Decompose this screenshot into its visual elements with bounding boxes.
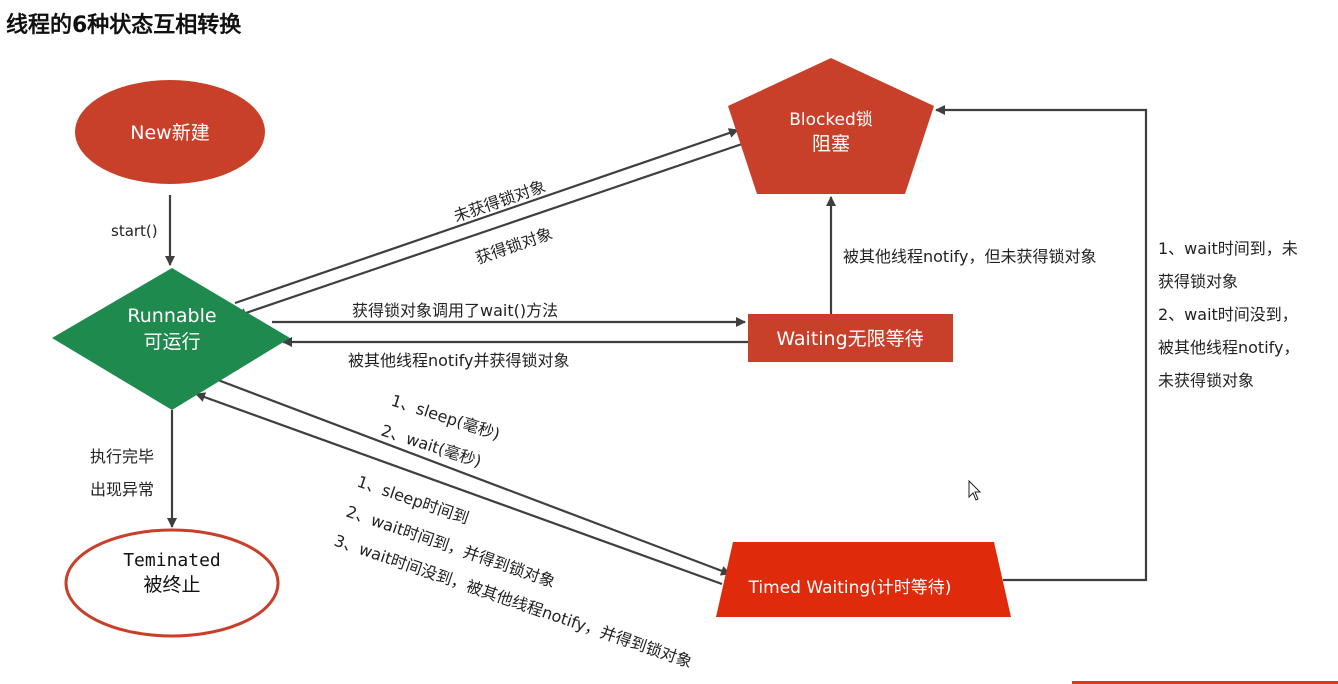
node-runnable-label-2: 可运行 <box>143 331 200 353</box>
label-finish-1: 执行完毕 <box>90 447 154 466</box>
node-terminated-label-1: Teminated <box>123 550 221 571</box>
node-runnable-label-1: Runnable <box>127 305 216 327</box>
node-waiting <box>748 314 953 362</box>
node-new <box>75 80 265 184</box>
label-start: start() <box>111 222 158 240</box>
node-waiting-label: Waiting无限等待 <box>776 328 923 350</box>
node-new-label: New新建 <box>130 122 209 144</box>
edge-runnable-to-timed <box>217 378 731 576</box>
label-timed-to-blocked-4: 被其他线程notify， <box>1158 338 1299 357</box>
node-terminated-label-2: 被终止 <box>143 574 200 596</box>
label-notify-no-lock: 被其他线程notify，但未获得锁对象 <box>843 247 1096 266</box>
label-timed-to-blocked-3: 2、wait时间没到， <box>1158 305 1298 324</box>
label-timed-to-blocked-5: 未获得锁对象 <box>1158 371 1254 390</box>
bottom-accent-line <box>1072 681 1338 684</box>
mouse-cursor-icon <box>968 479 982 501</box>
edge-blocked-to-runnable <box>236 142 743 318</box>
node-timed-waiting-label: Timed Waiting(计时等待) <box>748 578 952 598</box>
label-finish-2: 出现异常 <box>90 480 154 499</box>
node-blocked <box>728 58 934 194</box>
node-timed-waiting <box>716 542 1011 617</box>
node-blocked-label-1: Blocked锁 <box>789 110 873 130</box>
label-timed-to-blocked-1: 1、wait时间到，未 <box>1158 239 1298 258</box>
edge-timed-to-blocked <box>935 105 1148 582</box>
label-call-wait: 获得锁对象调用了wait()方法 <box>352 301 558 320</box>
diagram-title: 线程的6种状态互相转换 <box>6 12 242 38</box>
node-terminated <box>64 528 280 638</box>
label-from-timed-3: 3、wait时间没到，被其他线程notify，并得到锁对象 <box>332 531 695 672</box>
node-runnable <box>52 268 290 410</box>
edge-runnable-to-blocked <box>234 128 739 305</box>
node-blocked-label-2: 阻塞 <box>812 133 850 155</box>
edge-timed-to-runnable <box>195 392 723 586</box>
label-timed-to-blocked-2: 获得锁对象 <box>1158 272 1238 291</box>
label-notify-and-lock: 被其他线程notify并获得锁对象 <box>348 351 569 370</box>
